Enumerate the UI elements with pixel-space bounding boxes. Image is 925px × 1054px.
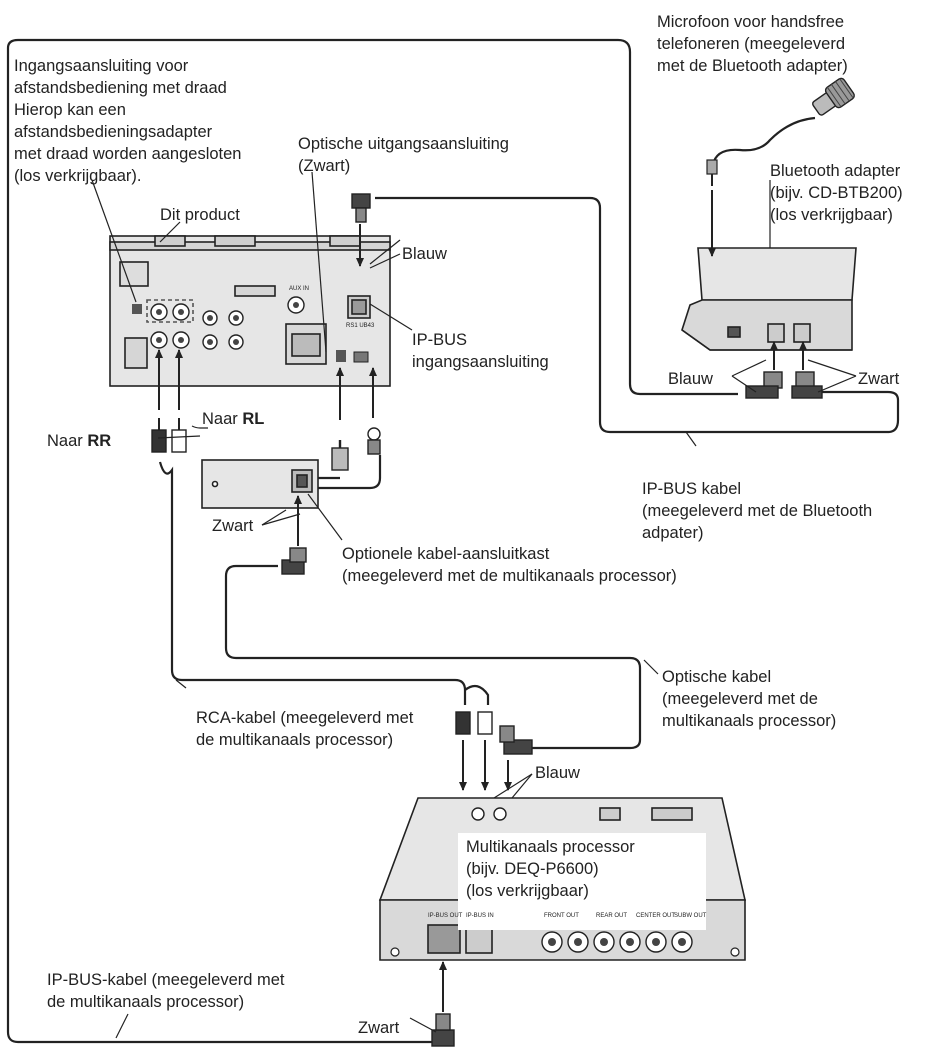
label-zwart-box: Zwart [212,517,254,535]
label-junction-box: Optionele kabel-aansluitkast(meegeleverd… [342,545,677,585]
device-text-rear-out: REAR OUT [596,913,628,919]
label-bluetooth-adapter: Bluetooth adapter(bijv. CD-BTB200)(los v… [770,162,903,224]
microphone [812,77,855,116]
device-text-ipbus-in: IP-BUS IN [466,913,494,919]
rca-cable [158,461,467,705]
device-text-aux: AUX IN [289,286,310,292]
rca-highlight [146,299,194,323]
label-naar-rr: Naar RR [47,432,112,450]
junction-box [201,459,319,509]
device-text-rs1: RS1 UB43 [346,323,375,329]
label-zwart-bt: Zwart [858,370,900,388]
label-optical-output: Optische uitgangsaansluiting(Zwart) [298,135,509,175]
device-text-sub-out: SUBW OUT [674,913,707,919]
ipbus-cable-processor-loop [6,38,738,1044]
bluetooth-adapter [681,247,857,351]
label-product: Dit product [160,206,240,224]
ipbus-cable-bluetooth [375,196,900,434]
optical-cable [224,564,642,750]
connectors [151,193,823,1047]
label-naar-rl: Naar RL [202,410,265,428]
label-blauw-proc: Blauw [535,764,580,782]
head-unit [109,235,391,387]
processor-label-bg [458,833,706,930]
device-text-center-out: CENTER OUT [636,913,675,919]
label-blauw-bt: Blauw [668,370,713,388]
label-ipbus-cable-bt: IP-BUS kabel(meegeleverd met de Bluetoot… [642,480,873,542]
label-blauw-top: Blauw [402,245,447,263]
microphone-cable [711,116,816,166]
label-processor: Multikanaals processor(bijv. DEQ-P6600)(… [466,838,635,900]
device-text-ipbus-out: IP-BUS OUT [428,913,463,919]
label-zwart-proc: Zwart [358,1019,400,1037]
device-text-front-out: FRONT OUT [544,913,579,919]
